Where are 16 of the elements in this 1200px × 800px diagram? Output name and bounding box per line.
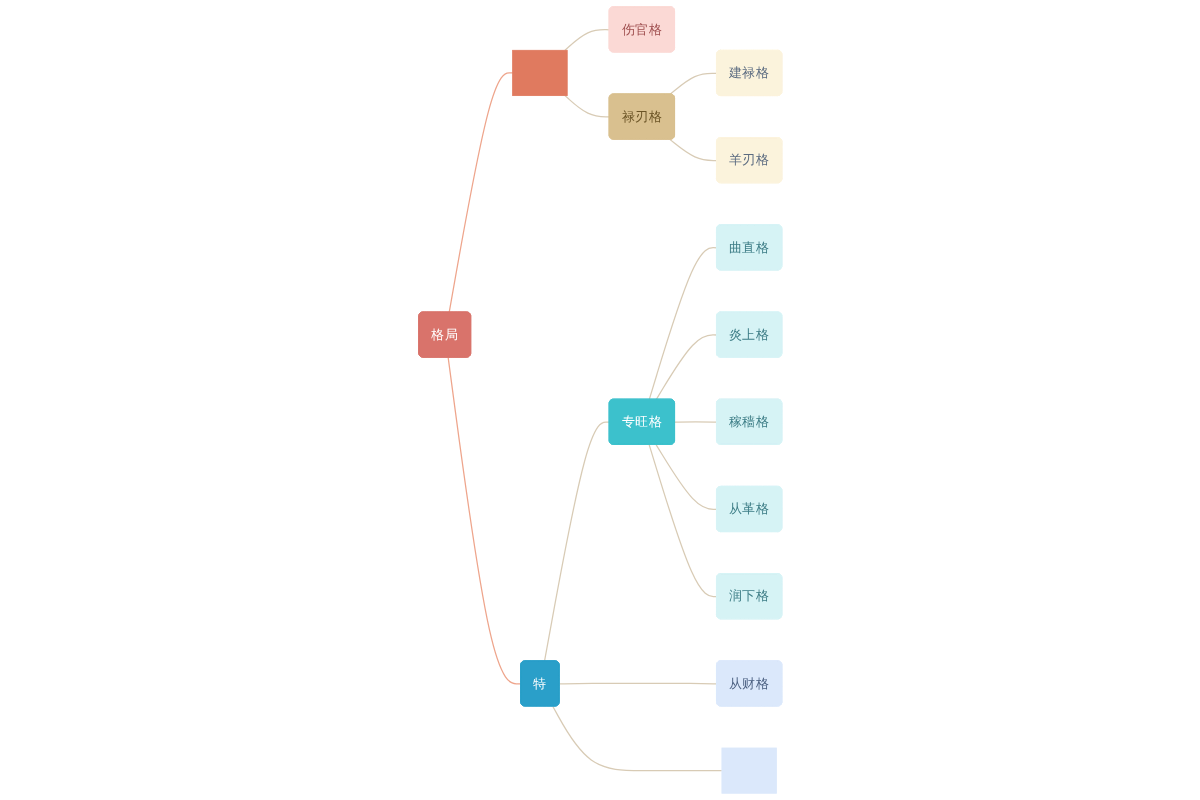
node-box xyxy=(721,747,777,794)
connector xyxy=(648,444,718,598)
connector xyxy=(655,444,718,511)
connector xyxy=(674,421,718,423)
connector xyxy=(564,29,610,51)
node-box xyxy=(511,49,568,96)
connector xyxy=(551,705,723,772)
connector xyxy=(558,682,718,685)
connector xyxy=(655,334,718,401)
connector xyxy=(448,72,513,313)
connector xyxy=(669,139,718,162)
connector xyxy=(648,247,718,401)
connector xyxy=(669,72,718,95)
connector xyxy=(564,94,610,118)
connector xyxy=(447,357,522,685)
connector xyxy=(543,421,610,662)
